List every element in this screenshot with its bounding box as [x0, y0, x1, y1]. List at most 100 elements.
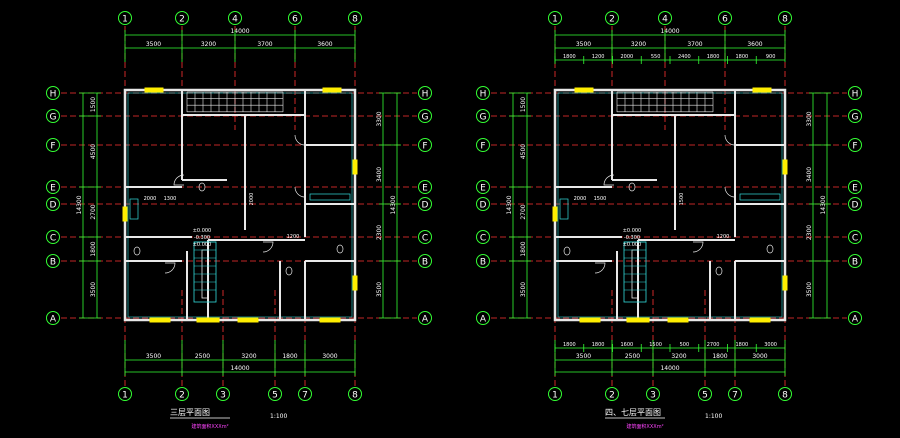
axis-bubble-circle [548, 387, 562, 401]
axis-bubble-circle [848, 138, 862, 152]
axis-bubble-label: D [852, 201, 859, 211]
axis-bubble-circle [46, 197, 60, 211]
dim-bottom-sub: 2700 [707, 342, 720, 348]
toilet-fixture [336, 244, 344, 254]
axis-bubble: 3 [216, 387, 230, 401]
axis-bubble-circle [228, 11, 242, 25]
axis-bubble: C [476, 230, 490, 244]
dim-total-bottom: 14000 [660, 365, 679, 372]
axis-bubble-label: 1 [122, 15, 128, 25]
dim-inner: 2000 [574, 196, 587, 202]
dim-top-sub: 1800 [563, 54, 576, 60]
dim-inner: 1500 [679, 193, 685, 206]
axis-bubble-label: 8 [352, 391, 358, 401]
axis-bubble: B [46, 254, 60, 268]
door-swing [724, 134, 736, 146]
dim-top-sub: 1800 [736, 54, 749, 60]
axis-bubble-circle [658, 11, 672, 25]
axis-bubble-circle [46, 180, 60, 194]
axis-bubble: 4 [658, 11, 672, 25]
stair-outline [193, 241, 217, 303]
axis-bubble-circle [646, 387, 660, 401]
window [782, 275, 788, 291]
door-swing [724, 186, 736, 198]
axis-bubble-circle [698, 387, 712, 401]
axis-bubble: F [46, 138, 60, 152]
axis-bubble: 7 [728, 387, 742, 401]
axis-bubble-circle [216, 387, 230, 401]
axis-bubble: B [476, 254, 490, 268]
toilet-fixture [628, 182, 636, 192]
axis-bubble: A [418, 311, 432, 325]
axis-bubble-circle [175, 11, 189, 25]
axis-bubble-circle [118, 387, 132, 401]
axis-bubble: C [848, 230, 862, 244]
axis-bubble: A [476, 311, 490, 325]
door-swing [294, 134, 306, 146]
dim-top: 3200 [201, 41, 216, 48]
axis-bubble-label: A [852, 315, 859, 325]
dim-left: 2700 [520, 204, 527, 219]
axis-bubble: A [46, 311, 60, 325]
window [319, 317, 341, 323]
axis-bubble-circle [848, 311, 862, 325]
axis-bubble-label: E [50, 184, 56, 194]
axis-bubble-label: G [422, 113, 429, 123]
dim-inner: 2000 [249, 193, 255, 206]
door-swing [692, 241, 704, 253]
dim-bottom: 3500 [576, 353, 591, 360]
axis-bubble-label: 4 [662, 15, 668, 25]
axis-bubble-label: G [50, 113, 57, 123]
axis-bubble-circle [175, 387, 189, 401]
axis-bubble: B [848, 254, 862, 268]
toilet-fixture [563, 246, 571, 256]
axis-bubble-label: H [50, 90, 57, 100]
axis-bubble-label: A [480, 315, 487, 325]
dim-left: 2700 [90, 204, 97, 219]
axis-bubble-circle [476, 138, 490, 152]
dim-left: 3500 [90, 282, 97, 297]
dim-bottom-sub: 1800 [563, 342, 576, 348]
dim-top-sub: 2400 [678, 54, 691, 60]
axis-bubble-circle [418, 86, 432, 100]
counter [739, 193, 781, 201]
axis-bubble-circle [848, 197, 862, 211]
axis-bubble-circle [476, 109, 490, 123]
axis-bubble: D [848, 197, 862, 211]
dim-left: 1500 [520, 97, 527, 112]
axis-bubble-circle [778, 11, 792, 25]
axis-bubble-label: D [422, 201, 429, 211]
dim-bottom: 2500 [625, 353, 640, 360]
dim-top-sub: 2000 [621, 54, 634, 60]
elevation-mark: ±0.000 [193, 242, 212, 248]
drawing-title: 三层平面图 [170, 408, 210, 417]
axis-bubble-circle [418, 138, 432, 152]
dim-right: 3400 [806, 167, 813, 182]
axis-bubble-circle [605, 387, 619, 401]
dim-left: 3500 [520, 282, 527, 297]
axis-bubble-label: E [852, 184, 858, 194]
dim-bottom: 3200 [241, 353, 256, 360]
axis-bubble: 1 [548, 11, 562, 25]
axis-bubble-circle [418, 230, 432, 244]
axis-bubble-circle [288, 11, 302, 25]
axis-bubble-circle [848, 109, 862, 123]
axis-bubble: 3 [646, 387, 660, 401]
axis-bubble: E [418, 180, 432, 194]
axis-bubble: 6 [718, 11, 732, 25]
window [237, 317, 259, 323]
axis-bubble-label: A [422, 315, 429, 325]
axis-bubble-circle [418, 311, 432, 325]
dim-top: 3200 [631, 41, 646, 48]
axis-bubble: H [46, 86, 60, 100]
axis-bubble-circle [476, 86, 490, 100]
dim-inner: 1500 [594, 196, 607, 202]
door-swing [294, 186, 306, 198]
dim-inner: 1300 [164, 196, 177, 202]
axis-bubble: B [418, 254, 432, 268]
axis-bubble: E [848, 180, 862, 194]
axis-bubble-label: C [50, 234, 56, 244]
axis-bubble-label: B [852, 258, 858, 268]
axis-bubble-label: 1 [122, 391, 128, 401]
drawing-scale: 1:100 [270, 413, 287, 420]
